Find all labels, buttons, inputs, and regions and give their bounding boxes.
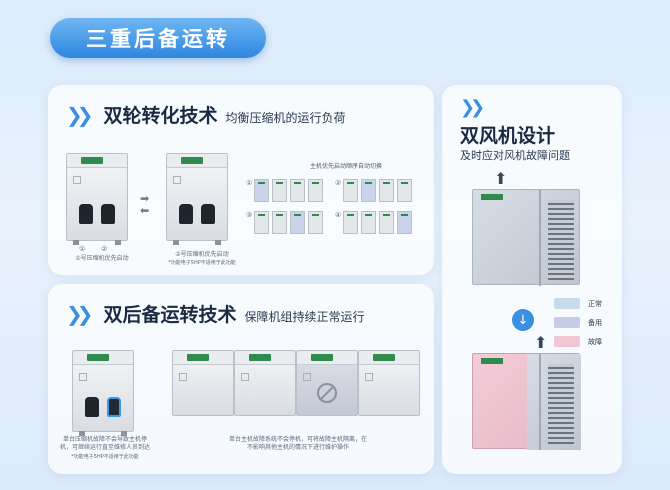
- legend-swatch: [554, 298, 580, 309]
- outdoor-unit-4: [358, 350, 420, 416]
- legend-normal: 正常: [554, 298, 602, 309]
- dual-fan-unit-fault: [472, 353, 581, 450]
- legend-standby: 备用: [554, 317, 602, 328]
- card-title: 双轮转化技术: [103, 105, 218, 127]
- outdoor-unit-a: [66, 153, 128, 245]
- airflow-up-arrow-icon: ⬆: [534, 333, 548, 352]
- card-dual-fan: ❯❯ 双风机设计 及时应对风机故障问题 ⬆ ↓ 正常 备用 故障 ⬆: [442, 85, 622, 474]
- unit-a-caption: ①号压缩机优先启动: [75, 255, 129, 262]
- arrow-down-icon: ↓: [512, 309, 534, 331]
- card-dual-rotation: ❯❯ 双轮转化技术 均衡压缩机的运行负荷 ① ② ①号压缩机优先启动 ➡⬅ ②号…: [48, 85, 434, 275]
- grid-marker-2: ②: [335, 179, 342, 187]
- compressor-fault-icon: [107, 397, 121, 417]
- legend-fault: 故障: [554, 336, 602, 347]
- outdoor-unit-3-fault: [296, 350, 358, 416]
- compressor-marker-1: ①: [79, 245, 86, 253]
- brand-badge: [249, 354, 271, 361]
- outdoor-unit-1: [172, 350, 234, 416]
- grid-marker-4: ④: [335, 211, 342, 219]
- double-chevron-icon: ❯❯: [460, 97, 485, 118]
- unit-b-note: *功能电子5HP不适用于此功能: [168, 260, 236, 266]
- grid-marker-1: ①: [246, 179, 253, 187]
- card-subtitle: 及时应对风机故障问题: [460, 149, 570, 162]
- brand-badge: [81, 157, 103, 164]
- double-chevron-icon: ❯❯: [66, 103, 93, 127]
- compressor-fault-caption: 单台压缩机故障不会导致主机停机，可继续运行直至维修人员到达: [60, 436, 151, 452]
- card-header: ❯❯ 双轮转化技术 均衡压缩机的运行负荷: [66, 101, 346, 128]
- compressor-icon: [79, 204, 93, 224]
- grid-title: 主机优先启动顺序自动切换: [310, 163, 383, 170]
- brand-badge: [311, 354, 333, 361]
- swap-arrows-icon: ➡⬅: [140, 192, 150, 218]
- compressor-marker-2: ②: [101, 245, 108, 253]
- brand-badge: [181, 157, 203, 164]
- double-chevron-icon: ❯❯: [66, 302, 93, 326]
- card-subtitle: 保障机组持续正常运行: [244, 310, 365, 324]
- outdoor-unit-compressor-fault: [72, 350, 134, 436]
- airflow-up-arrow-icon: ⬆: [494, 169, 508, 188]
- brand-badge: [373, 354, 395, 361]
- brand-badge: [87, 354, 109, 361]
- card-title: 双后备运转技术: [103, 304, 237, 326]
- legend-swatch: [554, 317, 580, 328]
- card-subtitle: 均衡压缩机的运行负荷: [225, 111, 346, 125]
- compressor-icon: [85, 397, 99, 417]
- outdoor-unit-2: [234, 350, 296, 416]
- section-title: 三重后备运转: [50, 18, 266, 58]
- compressor-icon: [179, 204, 193, 224]
- unit-b-caption: ②号压缩机优先启动: [175, 251, 229, 258]
- card-title: 双风机设计: [460, 125, 556, 147]
- card-header: ❯❯ 双后备运转技术 保障机组持续正常运行: [66, 300, 365, 327]
- unit-isolation-caption: 单台主机故障系统不会停机，可将故障主机隔离，在不影响其他主机的情况下进行维护操作: [228, 436, 367, 452]
- grid-marker-3: ③: [246, 211, 253, 219]
- dual-fan-unit-normal: [472, 189, 580, 286]
- prohibited-icon: [317, 383, 337, 403]
- compressor-fault-note: *功能电子5HP不适用于此功能: [71, 454, 139, 460]
- legend-swatch: [554, 336, 580, 347]
- compressor-icon: [201, 204, 215, 224]
- card-dual-backup: ❯❯ 双后备运转技术 保障机组持续正常运行 单台压缩机故障不会导致主机停机，可继…: [48, 284, 434, 474]
- startup-order-grid: ① ② ③ ④: [246, 177, 430, 241]
- compressor-icon: [101, 204, 115, 224]
- brand-badge: [187, 354, 209, 361]
- outdoor-unit-b: [166, 153, 228, 245]
